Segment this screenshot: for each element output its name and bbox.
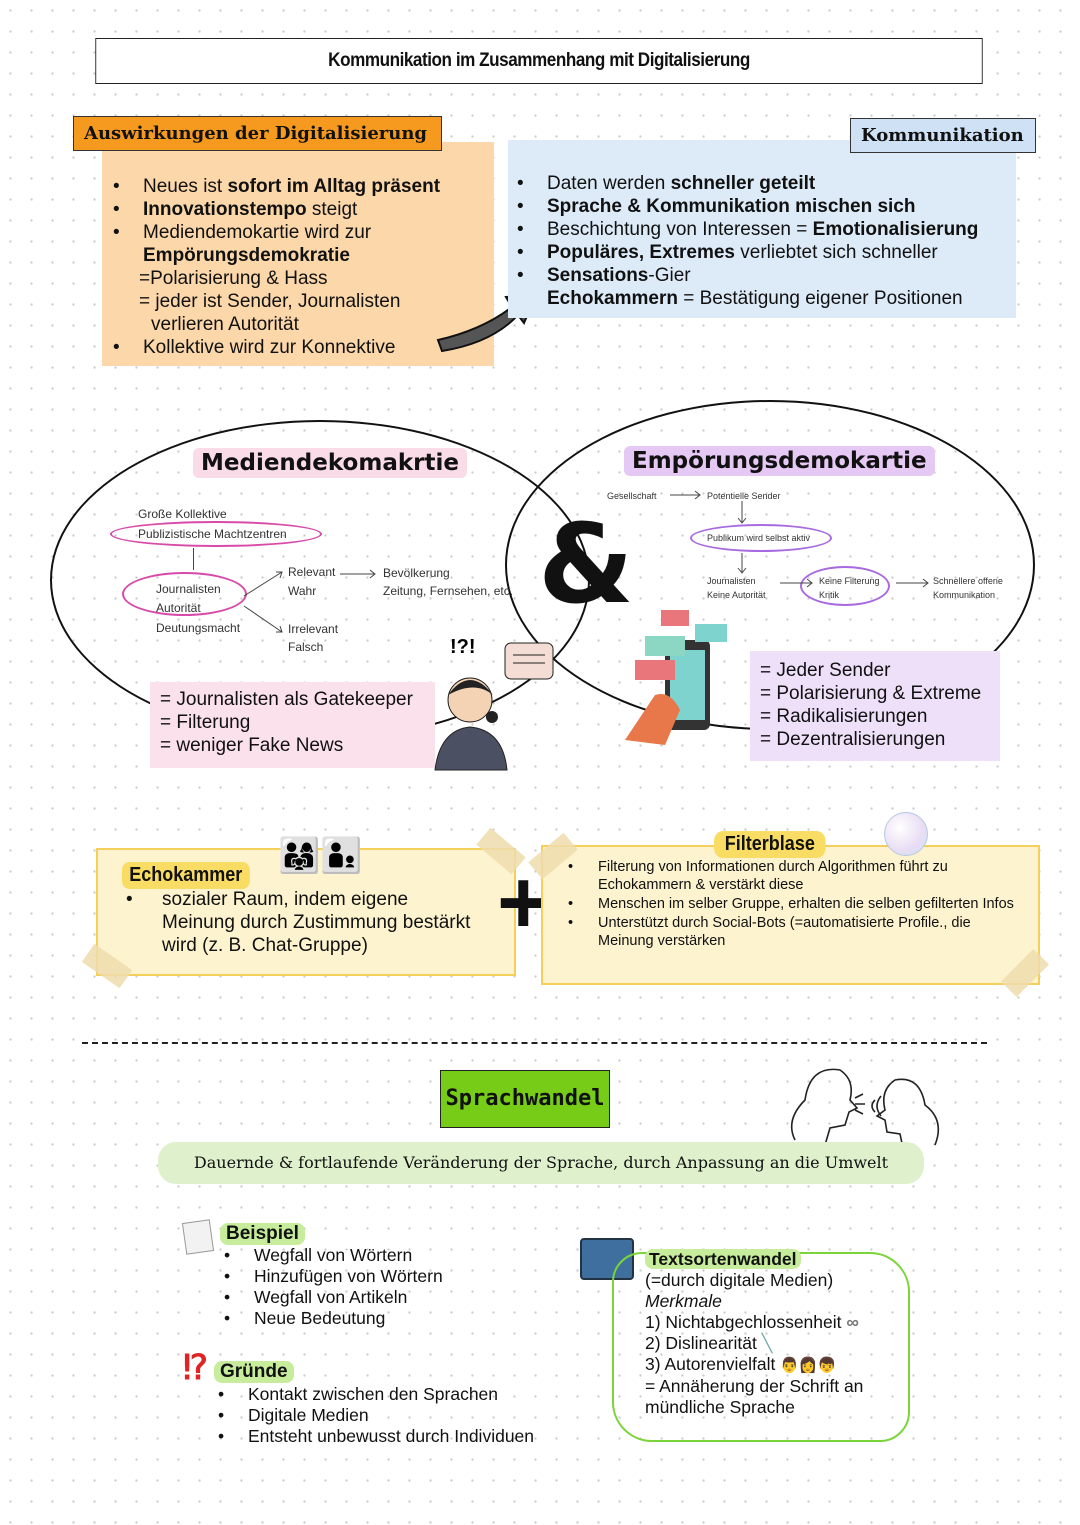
node-text: Publizistische Machtzentren	[138, 527, 287, 541]
beispiel-list: Wegfall von Wörtern Hinzufügen von Wörte…	[224, 1245, 443, 1329]
textsorten-sub: (=durch digitale Medien)	[645, 1270, 834, 1290]
merkmale-label: Merkmale	[645, 1291, 722, 1311]
list-item: Sensations-Gier	[517, 264, 1017, 287]
node-text: Autorität	[156, 601, 201, 615]
beispiel-title: Beispiel	[220, 1223, 305, 1245]
list-item: verlieren Autorität	[151, 314, 299, 335]
list-item: Innovationstempo steigt	[113, 198, 493, 221]
list-item: = jeder ist Sender, Journalisten	[139, 291, 401, 312]
summary-line: = Polarisierung & Extreme	[760, 683, 982, 704]
textsorten-title: Textsortenwandel	[645, 1249, 801, 1269]
node-text: Irrelevant	[288, 622, 339, 636]
highlight-ellipse	[800, 566, 890, 606]
node-text: Kommunikation	[933, 590, 996, 600]
node-text: Publikum wird selbst aktiv	[707, 533, 811, 543]
node-text: Wahr	[288, 584, 317, 598]
list-item: Filterung von Informationen durch Algori…	[568, 858, 1023, 894]
node-text: Große Kollektive	[138, 507, 227, 521]
summary-line: = Jeder Sender	[760, 660, 891, 681]
auswirkungen-list: Neues ist sofort im Alltag präsent Innov…	[113, 175, 493, 359]
summary-line: = weniger Fake News	[160, 735, 344, 756]
conclusion-line: mündliche Sprache	[645, 1397, 795, 1417]
list-item: Empörungsdemokratie	[143, 245, 350, 266]
list-item: Kontakt zwischen den Sprachen	[218, 1384, 534, 1405]
medien-summary: = Journalisten als Gatekeeper = Filterun…	[150, 682, 435, 768]
node-text: Keine Filterung	[819, 576, 880, 586]
summary-line: = Dezentralisierungen	[760, 729, 946, 750]
list-item: Wegfall von Artikeln	[224, 1287, 443, 1308]
diagram-arrows	[243, 569, 376, 633]
list-item: Unterstützt durch Social-Bots (=automati…	[568, 914, 1023, 950]
svg-text:!?!: !?!	[450, 636, 476, 658]
gruende-title: Gründe	[214, 1361, 294, 1383]
merkmal-item: 3) Autorenvielfalt 👨👩👦	[645, 1354, 837, 1374]
arrow-icon	[193, 548, 194, 570]
node-text: Schnellere offene	[933, 576, 1003, 586]
node-text: Bevölkerung	[383, 566, 450, 580]
list-item: Neue Bedeutung	[224, 1308, 443, 1329]
gruende-list: Kontakt zwischen den Sprachen Digitale M…	[218, 1384, 534, 1447]
node-text: Journalisten	[707, 576, 756, 586]
kommunikation-header: Kommunikation	[850, 118, 1036, 153]
list-item: Menschen im selber Gruppe, erhalten die …	[568, 895, 1023, 913]
list-item: Daten werden schneller geteilt	[517, 172, 1017, 195]
empoerungsdemokratie-title: Empörungsdemokartie	[624, 446, 935, 476]
node-text: Journalisten	[156, 582, 221, 596]
list-item: Kollektive wird zur Konnektive	[113, 336, 493, 359]
phone-chat-illustration-icon	[625, 610, 727, 745]
exclamation-question-icon: ⁉	[183, 1349, 208, 1387]
merkmal-item: 2) Dislinearität ╲	[645, 1333, 773, 1353]
diagram-arrows	[670, 490, 929, 588]
node-text: Deutungsmacht	[156, 621, 241, 635]
merkmal-item: 1) Nichtabgechlossenheit ∞	[645, 1312, 859, 1332]
empoerung-summary: = Jeder Sender = Polarisierung & Extreme…	[750, 651, 1000, 761]
list-item: Wegfall von Wörtern	[224, 1245, 443, 1266]
list-item: Sprache & Kommunikation mischen sich	[517, 195, 1017, 218]
echokammer-text: •sozialer Raum, indem eigene Meinung dur…	[126, 889, 471, 956]
summary-line: = Filterung	[160, 712, 251, 733]
filterblase-list: Filterung von Informationen durch Algori…	[568, 858, 1023, 950]
list-item: =Polarisierung & Hass	[139, 268, 328, 289]
sprachwandel-definition: Dauernde & fortlaufende Veränderung der …	[158, 1142, 924, 1184]
family-emoji-icon: 👨‍👩‍👧👨‍👦	[278, 837, 363, 875]
infinity-icon: ∞	[846, 1312, 859, 1332]
node-text: Gesellschaft	[607, 491, 657, 501]
list-item: Hinzufügen von Wörtern	[224, 1266, 443, 1287]
list-item: Neues ist sofort im Alltag präsent	[113, 175, 493, 198]
sprachwandel-title: Sprachwandel	[440, 1070, 610, 1128]
list-item: Digitale Medien	[218, 1405, 534, 1426]
conclusion-line: = Annäherung der Schrift an	[645, 1376, 864, 1396]
journalist-illustration-icon: !?!	[434, 636, 554, 771]
node-text: Kritik	[819, 590, 839, 600]
highlight-ellipse	[122, 572, 247, 616]
node-text: Falsch	[288, 640, 324, 654]
textsorten-content: Textsortenwandel (=durch digitale Medien…	[645, 1249, 863, 1418]
highlight-ellipse	[110, 521, 322, 547]
list-item: Entsteht unbewusst durch Individuen	[218, 1426, 534, 1447]
echokammer-title: Echokammer	[122, 862, 250, 889]
speaking-heads-icon	[790, 1068, 940, 1149]
highlight-ellipse	[690, 524, 832, 552]
bubble-icon	[884, 812, 928, 856]
divider	[82, 1042, 987, 1044]
node-text: Zeitung, Fernsehen, etc.	[383, 584, 514, 598]
people-emoji-icon: 👨👩👦	[780, 1357, 837, 1374]
mediendemokratie-title: Mediendekomakrtie	[193, 448, 467, 478]
node-text: Relevant	[288, 565, 336, 579]
summary-line: = Journalisten als Gatekeeper	[160, 689, 413, 710]
node-text: Potentielle Sender	[707, 491, 781, 501]
list-item: Mediendemokartie wird zur	[113, 221, 493, 244]
page-title: Kommunikation im Zusammenhang mit Digita…	[95, 38, 983, 84]
filterblase-title: Filterblase	[714, 831, 826, 858]
kommunikation-list: Daten werden schneller geteilt Sprache &…	[517, 172, 1017, 310]
auswirkungen-header: Auswirkungen der Digitalisierung	[73, 116, 442, 151]
pencil-icon: ╲	[761, 1333, 773, 1353]
list-item: Populäres, Extremes verliebtet sich schn…	[517, 241, 1017, 264]
ampersand-icon: &	[538, 500, 634, 628]
summary-line: = Radikalisierungen	[760, 706, 928, 727]
list-item: Echokammern = Bestätigung eigener Positi…	[547, 288, 963, 309]
notepad-icon	[181, 1219, 215, 1255]
list-item: Beschichtung von Interessen = Emotionali…	[517, 218, 1017, 241]
node-text: Keine Autorität	[707, 590, 766, 600]
